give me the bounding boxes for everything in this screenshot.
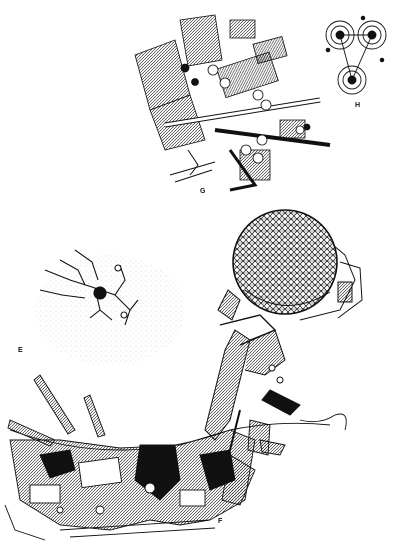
label-g: G <box>200 188 206 195</box>
plan-e-network <box>35 249 185 365</box>
label-h: H <box>355 102 360 109</box>
connector-spine <box>204 329 301 451</box>
plan-g-urban-block <box>134 14 331 192</box>
label-e: E <box>18 347 23 354</box>
plan-f-waterfront <box>4 374 347 541</box>
dome-surroundings <box>217 244 363 346</box>
geodesic-dome <box>232 209 338 315</box>
plan-h-cluster-diagram <box>325 15 387 95</box>
label-f: F <box>218 518 223 525</box>
